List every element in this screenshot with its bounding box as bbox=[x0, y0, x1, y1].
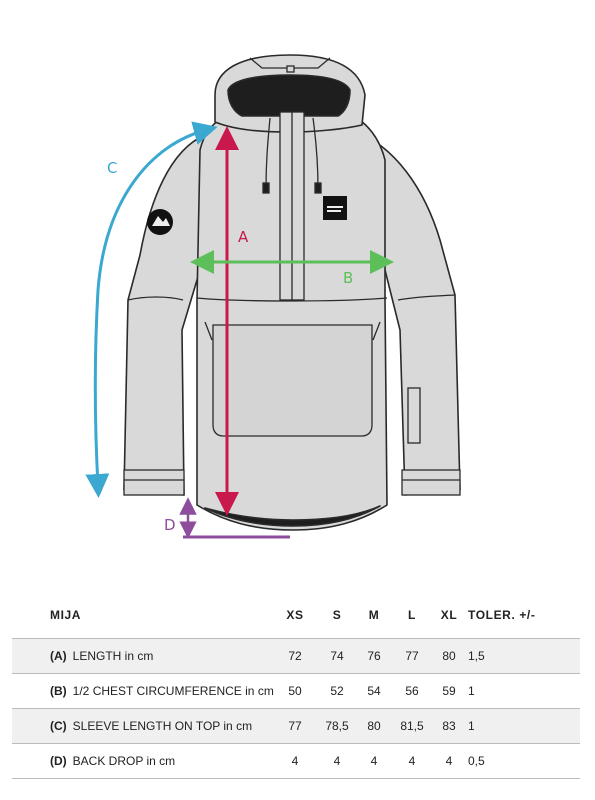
size-header-s: S bbox=[332, 608, 342, 622]
dimension-c-label: C bbox=[107, 159, 117, 177]
cell-tolerance: 1 bbox=[468, 684, 475, 698]
cell-value: 4 bbox=[445, 754, 453, 768]
cell-value: 78,5 bbox=[325, 719, 349, 733]
row-label: LENGTH in cm bbox=[72, 649, 154, 663]
table-row: (B) 1/2 CHEST CIRCUMFERENCE in cm 50 52 5… bbox=[12, 673, 580, 709]
cell-value: 4 bbox=[408, 754, 416, 768]
cell-value: 54 bbox=[367, 684, 381, 698]
product-name-header: MIJA bbox=[50, 608, 82, 622]
cell-value: 77 bbox=[288, 719, 302, 733]
cell-tolerance: 1 bbox=[468, 719, 475, 733]
table-row: (D) BACK DROP in cm 4 4 4 4 4 0,5 bbox=[12, 743, 580, 779]
cell-value: 83 bbox=[442, 719, 456, 733]
row-code: (A) bbox=[50, 649, 67, 663]
tolerance-header: TOLER. +/- bbox=[468, 608, 536, 622]
dimension-b-label: B bbox=[343, 269, 353, 287]
jacket-details bbox=[123, 57, 461, 496]
row-label: 1/2 CHEST CIRCUMFERENCE in cm bbox=[72, 684, 274, 698]
cell-value: 81,5 bbox=[400, 719, 424, 733]
kangaroo-pocket bbox=[212, 324, 373, 437]
dimension-a-label: A bbox=[238, 228, 249, 246]
row-code: (D) bbox=[50, 754, 67, 768]
cell-value: 4 bbox=[370, 754, 378, 768]
row-label: BACK DROP in cm bbox=[72, 754, 176, 768]
sleeve-badge bbox=[147, 209, 173, 235]
jacket-size-diagram: A B C D bbox=[85, 54, 461, 539]
cell-value: 80 bbox=[442, 649, 456, 663]
sleeve-pocket bbox=[407, 387, 421, 444]
drawcord-right bbox=[312, 117, 319, 189]
right-cuff bbox=[401, 469, 461, 496]
table-row: (C) SLEEVE LENGTH ON TOP in cm 77 78,5 80… bbox=[12, 708, 580, 744]
dimension-d-label: D bbox=[164, 516, 176, 534]
back-drop-hem bbox=[204, 505, 381, 527]
cell-value: 4 bbox=[333, 754, 341, 768]
size-header-l: L bbox=[408, 608, 416, 622]
cell-value: 4 bbox=[291, 754, 299, 768]
hood-opening bbox=[227, 74, 351, 117]
left-cuff bbox=[123, 469, 185, 496]
cell-value: 50 bbox=[288, 684, 302, 698]
cell-value: 59 bbox=[442, 684, 456, 698]
size-header-xs: XS bbox=[286, 608, 304, 622]
cell-value: 52 bbox=[330, 684, 344, 698]
row-label: SLEEVE LENGTH ON TOP in cm bbox=[72, 719, 253, 733]
left-sleeve bbox=[123, 134, 206, 496]
size-header-m: M bbox=[368, 608, 380, 622]
cell-value: 80 bbox=[367, 719, 381, 733]
drawcord-left bbox=[265, 117, 271, 189]
table-header-row: MIJA XS S M L XL TOLER. +/- bbox=[12, 592, 580, 639]
size-header-xl: XL bbox=[440, 608, 458, 622]
cell-value: 77 bbox=[405, 649, 419, 663]
dimension-c-arrow bbox=[85, 121, 218, 498]
row-code: (B) bbox=[50, 684, 67, 698]
size-chart-table: MIJA XS S M L XL TOLER. +/- (A) LENGTH in… bbox=[12, 592, 580, 779]
cell-value: 74 bbox=[330, 649, 344, 663]
cell-value: 76 bbox=[367, 649, 381, 663]
cell-tolerance: 1,5 bbox=[468, 649, 485, 663]
cell-value: 72 bbox=[288, 649, 302, 663]
cell-tolerance: 0,5 bbox=[468, 754, 485, 768]
row-code: (C) bbox=[50, 719, 67, 733]
cell-value: 56 bbox=[405, 684, 419, 698]
table-row: (A) LENGTH in cm 72 74 76 77 80 1,5 bbox=[12, 638, 580, 674]
